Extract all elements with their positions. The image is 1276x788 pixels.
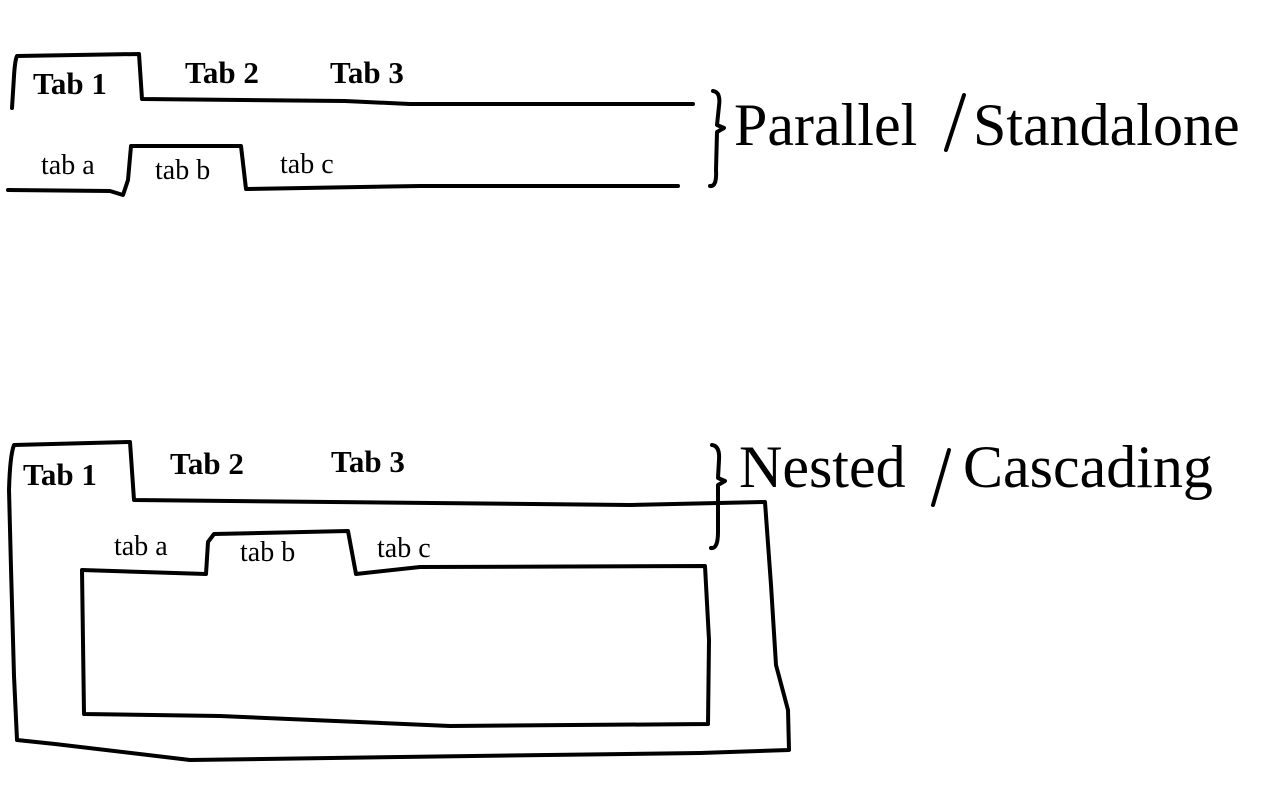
parallel-sub-tab-b[interactable]: tab b	[155, 155, 210, 186]
standalone-label: Standalone	[973, 92, 1240, 158]
parallel-top-tab-3[interactable]: Tab 3	[330, 55, 404, 90]
parallel-bracket	[708, 89, 726, 189]
nested-inner-frame	[80, 529, 711, 728]
nested-top-tab-3[interactable]: Tab 3	[331, 444, 405, 479]
parallel-top-tab-2[interactable]: Tab 2	[185, 55, 259, 90]
parallel-top-tab-1[interactable]: Tab 1	[33, 66, 107, 101]
nested-bracket	[709, 443, 727, 551]
parallel-slash	[944, 93, 966, 152]
nested-label: Nested	[739, 434, 906, 500]
nested-sub-tab-c[interactable]: tab c	[377, 533, 431, 564]
nested-sub-tab-a[interactable]: tab a	[114, 531, 168, 562]
nested-outer-frame	[7, 440, 791, 762]
parallel-top-tab-strip	[10, 52, 695, 110]
nested-example: Tab 1 Tab 2 Tab 3 tab a tab b tab c Nest…	[7, 434, 1213, 762]
parallel-sub-tab-a[interactable]: tab a	[41, 150, 95, 181]
parallel-example: Tab 1 Tab 2 Tab 3 tab a tab b tab c Para…	[6, 52, 1240, 197]
nested-top-tab-2[interactable]: Tab 2	[170, 446, 244, 481]
parallel-sub-tab-strip	[6, 144, 680, 197]
parallel-label: Parallel	[734, 92, 917, 158]
nested-sub-tab-b[interactable]: tab b	[240, 537, 295, 568]
nested-slash	[931, 448, 951, 507]
cascading-label: Cascading	[963, 434, 1213, 500]
nested-top-tab-1[interactable]: Tab 1	[23, 457, 97, 492]
nested-content-area	[86, 578, 704, 710]
parallel-sub-tab-c[interactable]: tab c	[280, 149, 334, 180]
